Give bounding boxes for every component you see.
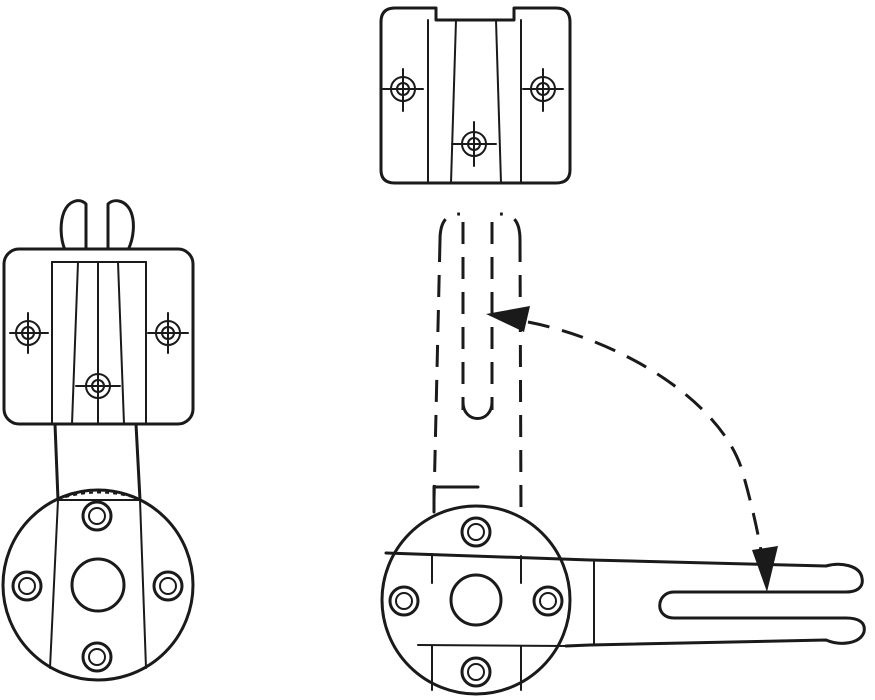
rotation-arrowhead-up [486,306,530,332]
left-connecting-arm [53,422,142,502]
right-base-channel [431,553,522,691]
left-arm-on-base [49,499,147,669]
left-base-hidden-edge [57,491,141,501]
left-base-screw-bottom [81,641,113,673]
left-plate-screw-right [147,312,189,354]
left-base-screw-left [11,570,43,602]
right-base-screw-left [388,585,420,617]
left-base-center-hole [70,557,126,613]
right-view [379,6,866,696]
right-plate-screw-right [522,68,564,112]
left-base-screw-top [81,500,113,532]
right-round-base [380,504,572,696]
left-hook-tongue [59,199,135,252]
right-base-center-hole [449,573,503,627]
right-bracket-stub [432,485,480,514]
right-horizontal-arm [384,551,866,648]
right-base-screw-bottom [460,656,492,688]
right-base-screw-right [532,585,564,617]
rotation-arrowhead-down [752,546,778,592]
right-plate-screw-left [382,68,424,112]
right-plate-channel [427,19,522,184]
right-plate-screw-bottom [451,121,497,167]
left-plate-screw-left [9,312,49,354]
left-round-base [1,488,195,682]
left-plate-screw-bottom [75,365,121,407]
left-plate-channel [51,261,147,425]
left-base-screw-right [152,570,184,602]
left-view [1,199,195,682]
right-base-screw-top [460,516,492,548]
rotation-arrow [486,306,778,592]
right-phantom-arm [432,212,523,521]
